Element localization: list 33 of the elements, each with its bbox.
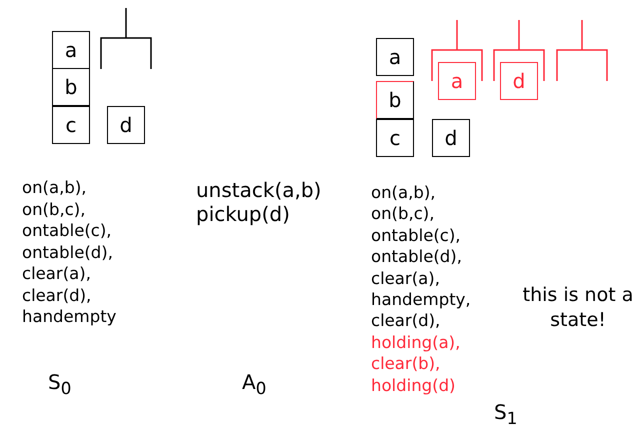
fact-text: clear(d),	[371, 311, 440, 332]
block-box: a	[376, 38, 414, 76]
fact-text: ontable(d),	[371, 247, 462, 268]
block-box: a	[52, 31, 90, 69]
fact-text: on(b,c),	[371, 204, 434, 224]
block-box: d	[107, 106, 145, 144]
block-box: b	[52, 68, 90, 106]
fact-text: pickup(d)	[196, 202, 290, 226]
fact-text: ontable(d),	[22, 242, 113, 262]
fact-text: holding(d)	[371, 376, 456, 396]
block-box: d	[432, 119, 470, 157]
fact-text: ontable(c),	[22, 221, 112, 241]
fact-text: holding(a),	[371, 332, 460, 353]
fact-text: clear(a),	[371, 268, 440, 289]
state-label: S$_{1}$	[494, 400, 518, 430]
fact-text: on(a,b),	[22, 178, 87, 198]
block-box: b	[376, 81, 414, 119]
state-label: A$_{0}$	[242, 370, 266, 400]
block-box: a	[438, 62, 476, 100]
fact-text: this is not a state!	[522, 283, 634, 333]
fact-text: clear(b),	[371, 354, 440, 374]
fact-text: unstack(a,b)	[196, 178, 322, 202]
fact-text: on(b,c),	[22, 200, 86, 220]
fact-text: handempty	[22, 307, 116, 327]
block-box: d	[500, 62, 538, 100]
fact-text: ontable(c),	[371, 226, 461, 246]
fact-text: clear(a),	[22, 264, 91, 284]
state-label: S$_{0}$	[48, 370, 72, 400]
fact-text: clear(d),	[22, 286, 92, 306]
block-box: c	[52, 106, 90, 144]
fact-text: on(a,b),	[371, 183, 436, 203]
fact-text: handempty,	[371, 290, 471, 310]
block-box: c	[376, 119, 414, 157]
